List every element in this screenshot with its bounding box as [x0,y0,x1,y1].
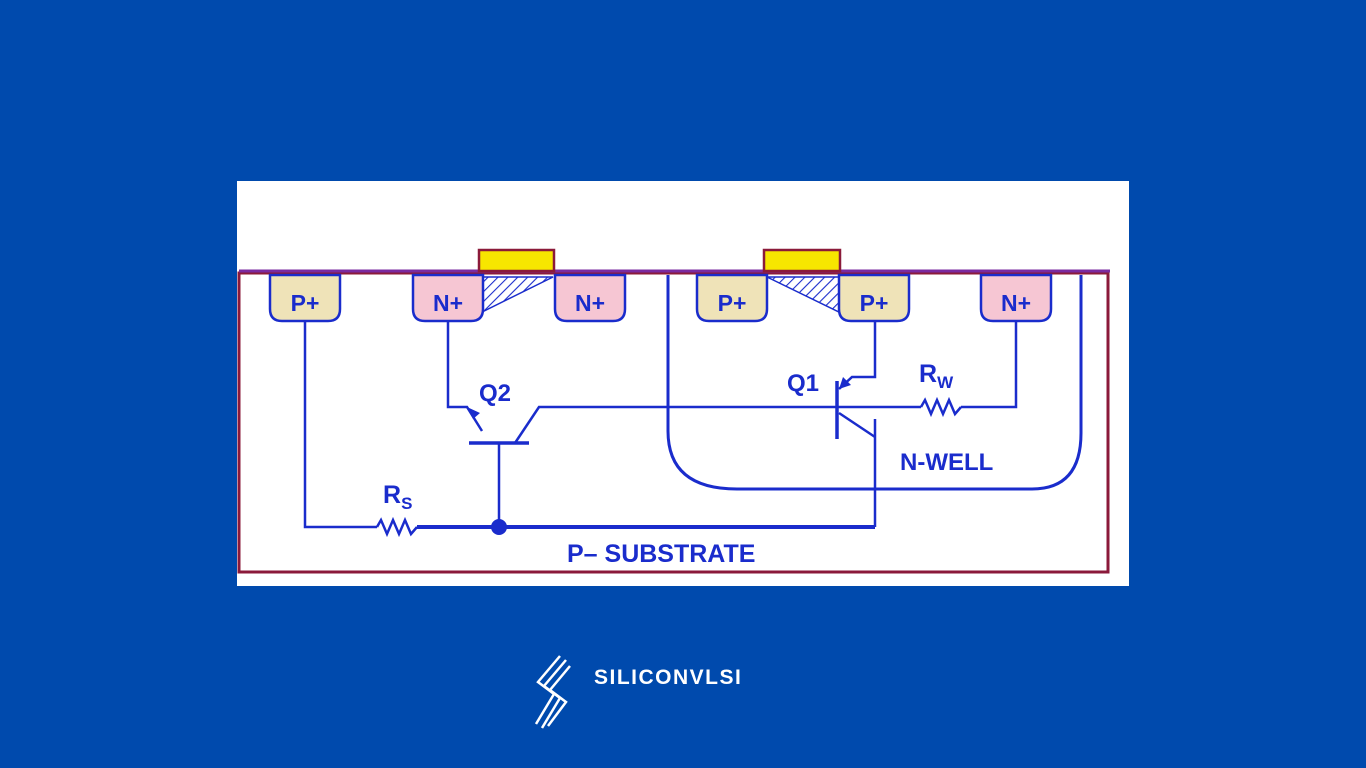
gate-right [762,248,842,273]
region-n-plus-mid [553,273,627,323]
label-rs: RS [383,481,412,513]
label-n-plus-mid: N+ [575,290,605,316]
brand: SILICONVLSI [530,654,770,730]
region-n-plus-right [979,273,1053,323]
substrate-outline [237,271,1110,574]
n-well-boundary [666,275,1083,491]
q1-emitter-arrow [839,377,851,389]
gate-left [477,248,556,273]
label-p-plus-mid: P+ [718,290,747,316]
label-p-plus-right: P+ [860,290,889,316]
label-p-plus-left: P+ [291,290,320,316]
label-rs-main: R [383,481,401,509]
label-q1: Q1 [787,370,819,397]
gate-oxide-right [766,276,842,315]
gate-oxide-left [479,276,554,315]
cmos-latchup-diagram: P+ N+ N+ P+ P+ N+ [237,181,1129,586]
label-n-plus-right: N+ [1001,290,1031,316]
label-q2: Q2 [479,380,511,407]
region-p-plus-right [837,273,911,323]
label-n-well: N-WELL [900,449,993,476]
substrate-junction-dot [491,519,507,535]
label-n-plus-left: N+ [433,290,463,316]
label-rw-sub: W [937,373,954,392]
label-rw-main: R [919,360,937,388]
lightning-bolt-icon [534,655,571,729]
diagram-svg: P+ N+ N+ P+ P+ N+ [237,248,1110,574]
region-n-plus-left [411,273,485,323]
label-rs-sub: S [401,494,412,513]
region-p-plus-left [268,273,342,323]
q2-emitter-arrow [467,407,480,419]
label-rw: RW [919,360,954,392]
region-p-plus-mid [695,273,769,323]
brand-name: SILICONVLSI [594,666,743,689]
label-p-substrate: P– SUBSTRATE [567,540,755,568]
